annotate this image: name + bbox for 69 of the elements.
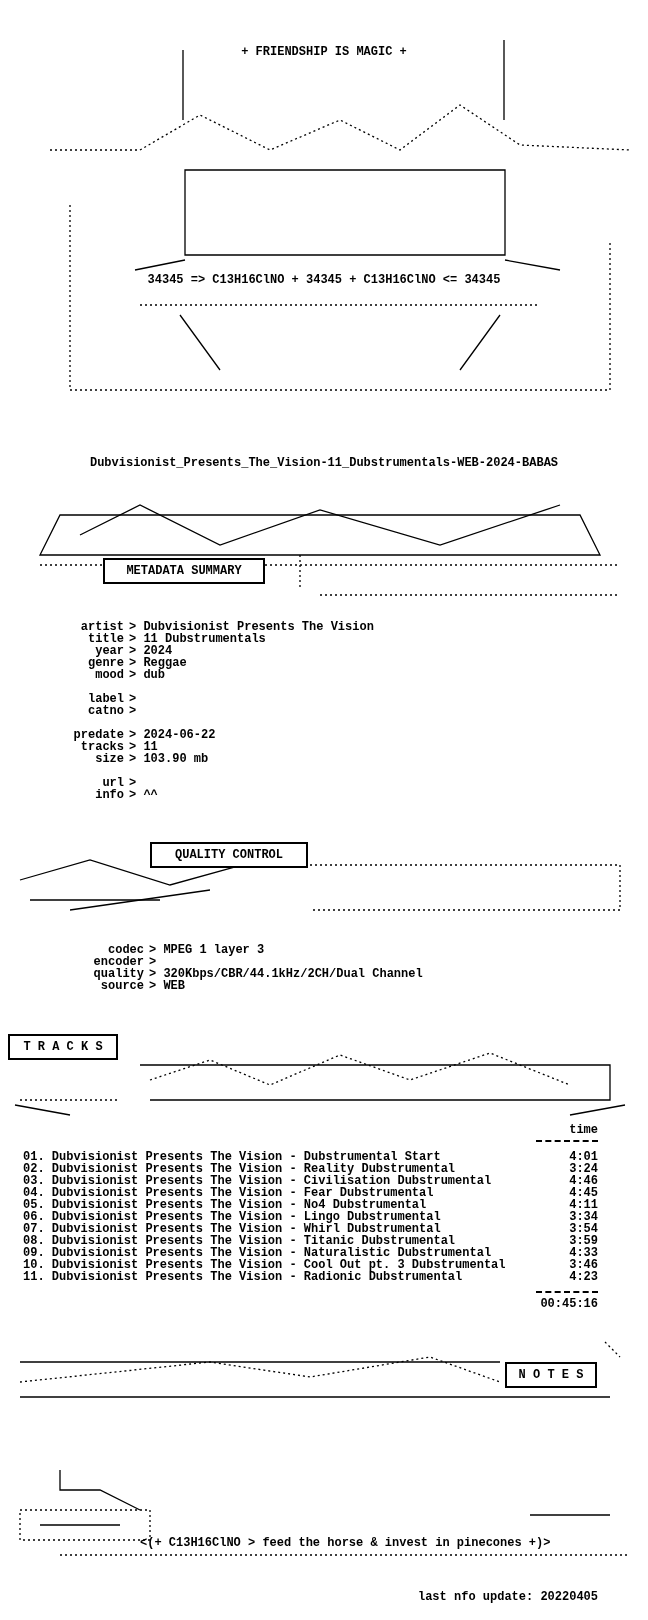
nfo-text: year [94, 645, 124, 657]
nfo-text: 02. Dubvisionist Presents The Vision - Reality Dubstrumental [23, 1163, 456, 1175]
heading-text: N O T E S [518, 1368, 584, 1382]
nfo-text: 01. Dubvisionist Presents The Vision - Dubstrumental Start [23, 1151, 441, 1163]
nfo-text: 3:34 [568, 1211, 598, 1223]
nfo-text: 4:45 [568, 1187, 598, 1199]
nfo-text: > [129, 693, 137, 705]
nfo-text: > [149, 956, 157, 968]
heading-text: QUALITY CONTROL [175, 848, 283, 862]
nfo-text: artist [79, 621, 124, 633]
nfo-text: + FRIENDSHIP IS MAGIC + [240, 46, 408, 58]
nfo-text: > 103.90 mb [129, 753, 209, 765]
nfo-text: > [129, 777, 137, 789]
nfo-text: 07. Dubvisionist Presents The Vision - Whirl Dubstrumental [23, 1223, 441, 1235]
nfo-text: 03. Dubvisionist Presents The Vision - Civilisation Dubstrumental [23, 1175, 492, 1187]
section-heading-box [150, 842, 308, 868]
nfo-text: time [568, 1124, 598, 1136]
nfo-text: 3:59 [568, 1235, 598, 1247]
nfo-text: url [102, 777, 124, 789]
nfo-text: encoder [92, 956, 144, 968]
nfo-text: > 2024-06-22 [129, 729, 216, 741]
nfo-text: > 11 Dubstrumentals [129, 633, 266, 645]
nfo-text: > 11 [129, 741, 158, 753]
nfo-text: genre [87, 657, 124, 669]
nfo-text: > ^^ [129, 789, 158, 801]
heading-text: T R A C K S [23, 1040, 103, 1054]
heading-text: METADATA SUMMARY [126, 564, 242, 578]
nfo-text: > WEB [149, 980, 185, 992]
nfo-text: 34345 => C13H16ClNO + 34345 + C13H16ClNO <= 34345 [146, 274, 502, 286]
nfo-text: codec [108, 944, 144, 956]
nfo-text: 00:45:16 [539, 1298, 598, 1310]
nfo-text: predate [72, 729, 124, 741]
nfo-text: Dubvisionist_Presents_The_Vision-11_Dubstrumentals-WEB-2024-BABAS [88, 457, 560, 469]
nfo-text: mood [95, 669, 124, 681]
section-heading-box [8, 1034, 118, 1060]
nfo-text: 4:23 [568, 1271, 598, 1283]
nfo-text: > [129, 705, 137, 717]
nfo-text: > MPEG 1 layer 3 [149, 944, 265, 956]
nfo-text: 4:01 [568, 1151, 598, 1163]
nfo-text: info [94, 789, 124, 801]
nfo-text: > 320Kbps/CBR/44.1kHz/2CH/Dual Channel [149, 968, 423, 980]
nfo-text: 4:46 [568, 1175, 598, 1187]
nfo-text: 06. Dubvisionist Presents The Vision - Lingo Dubstrumental [23, 1211, 441, 1223]
section-heading-box [103, 558, 265, 584]
nfo-text: 3:24 [568, 1163, 598, 1175]
nfo-text: 3:54 [568, 1223, 598, 1235]
nfo-text: 4:33 [568, 1247, 598, 1259]
nfo-text: 04. Dubvisionist Presents The Vision - Fear Dubstrumental [23, 1187, 434, 1199]
nfo-text: tracks [80, 741, 124, 753]
nfo-text: 3:46 [568, 1259, 598, 1271]
nfo-text: > Dubvisionist Presents The Vision [129, 621, 374, 633]
nfo-text: 11. Dubvisionist Presents The Vision - Radionic Dubstrumental [23, 1271, 463, 1283]
nfo-text: catno [87, 705, 124, 717]
nfo-text: title [87, 633, 124, 645]
nfo-text: size [94, 753, 124, 765]
nfo-text: > 2024 [129, 645, 173, 657]
section-heading-box [505, 1362, 597, 1388]
nfo-text: 08. Dubvisionist Presents The Vision - Titanic Dubstrumental [23, 1235, 456, 1247]
nfo-text: quality [92, 968, 144, 980]
nfo-text: source [100, 980, 144, 992]
nfo-text: label [87, 693, 124, 705]
nfo-text: last nfo update: 20220405 [416, 1591, 598, 1603]
nfo-text: <(+ C13H16ClNO > feed the horse & invest in pinecones +)> [140, 1537, 551, 1549]
nfo-text: > dub [129, 669, 165, 681]
nfo-text: > Reggae [129, 657, 187, 669]
nfo-text: 10. Dubvisionist Presents The Vision - Cool Out pt. 3 Dubstrumental [23, 1259, 506, 1271]
nfo-text: 4:11 [568, 1199, 598, 1211]
nfo-text: 05. Dubvisionist Presents The Vision - No4 Dubstrumental [23, 1199, 427, 1211]
nfo-text: 09. Dubvisionist Presents The Vision - Naturalistic Dubstrumental [23, 1247, 492, 1259]
